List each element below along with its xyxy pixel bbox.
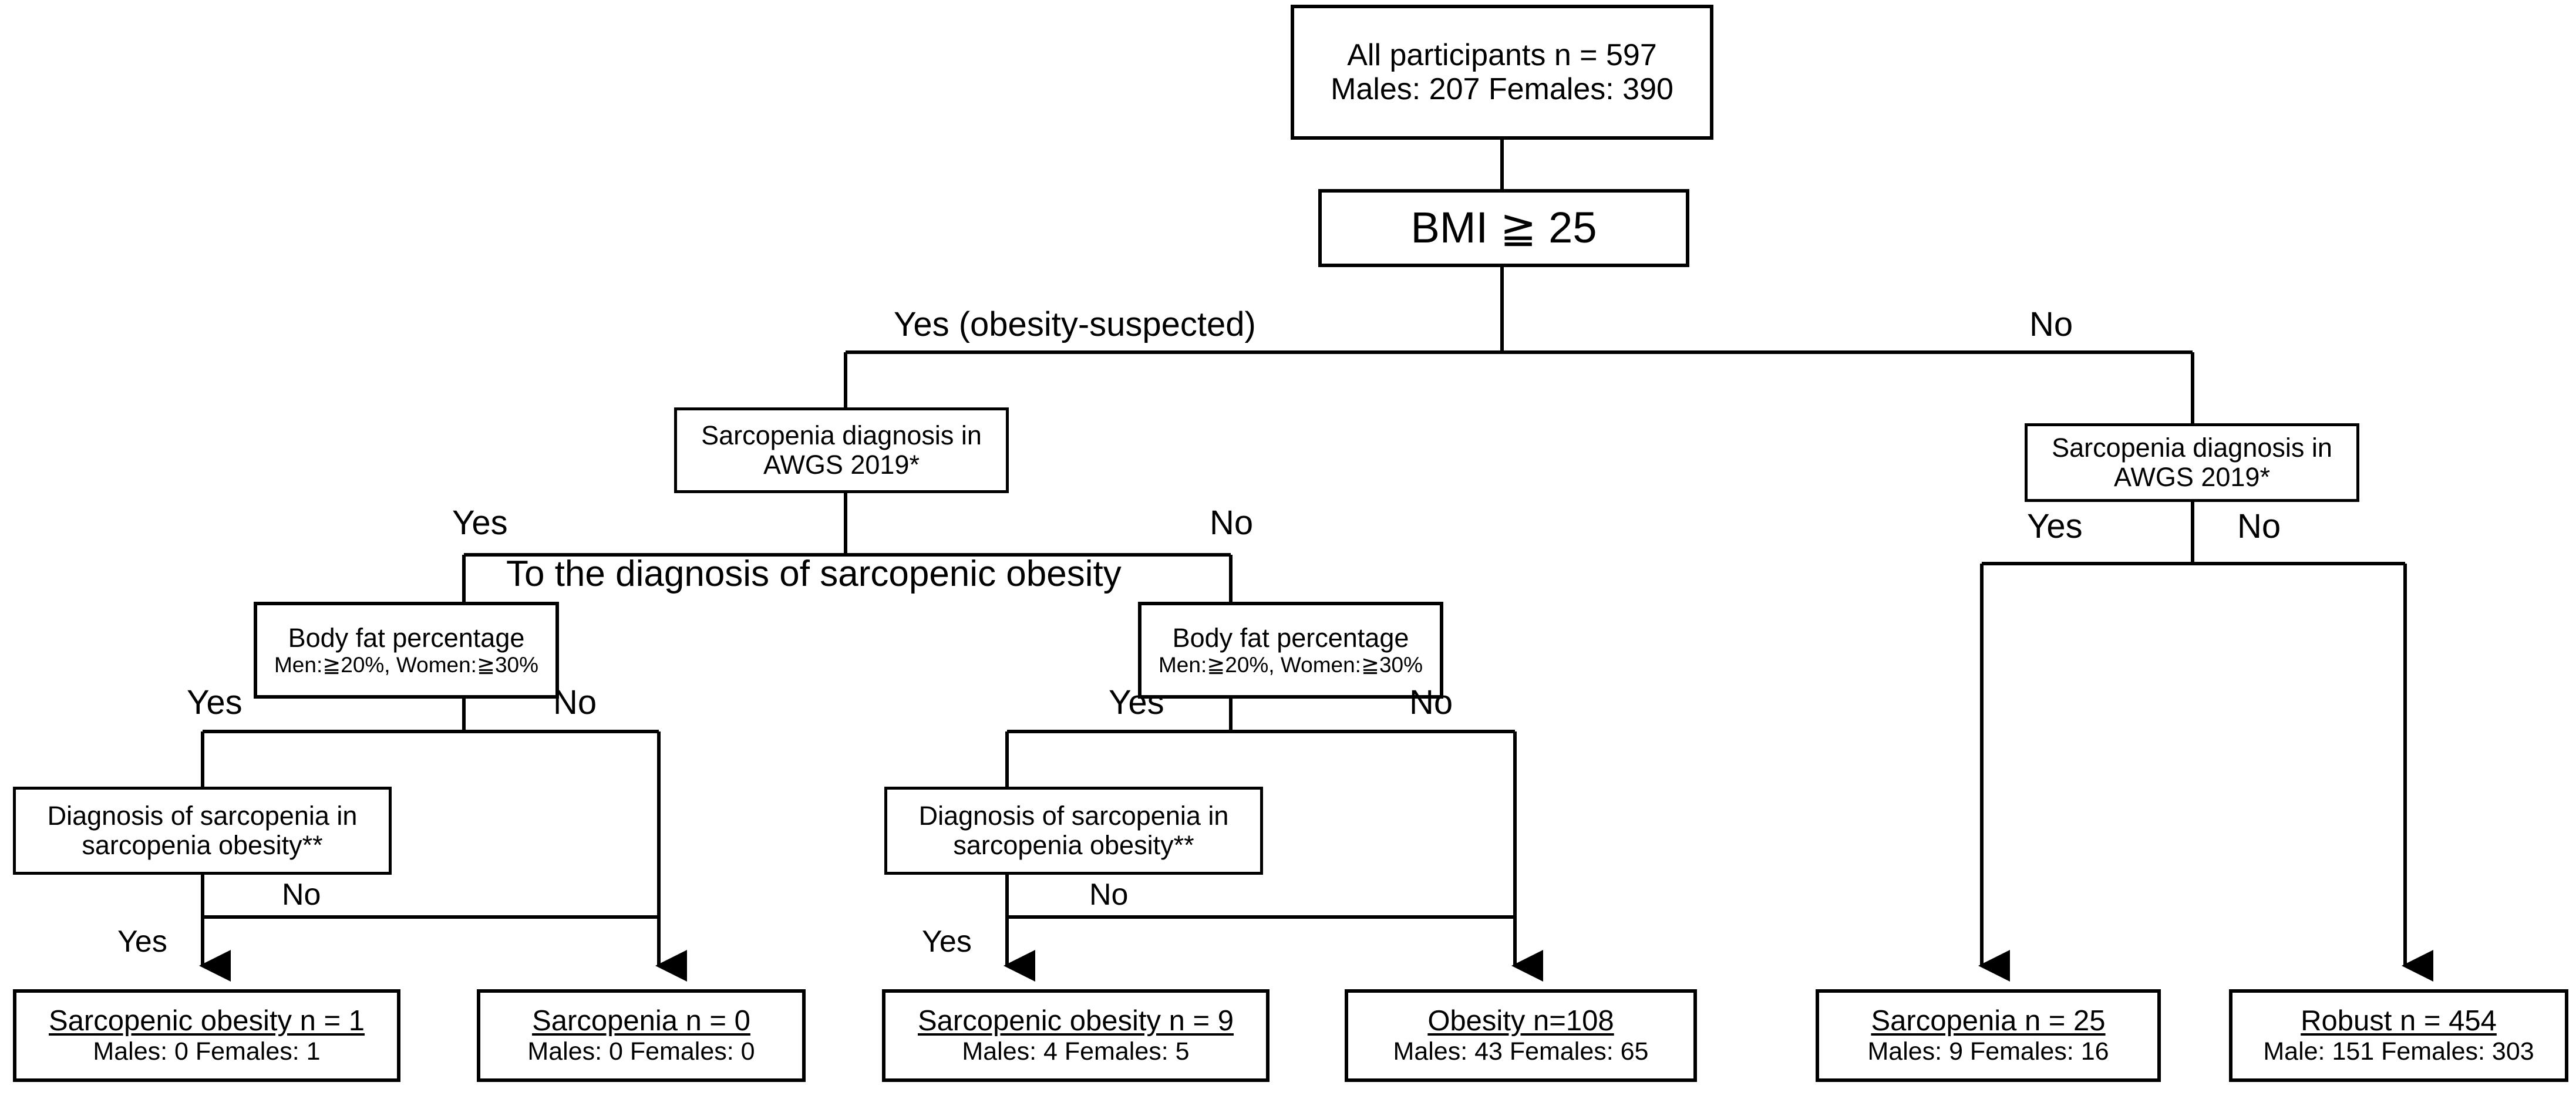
node-sarco-dx-left: Diagnosis of sarcopenia in sarcopenia ob… [13, 787, 392, 875]
result-ob108-line2: Males: 43 Females: 65 [1393, 1037, 1649, 1066]
edge-label-awgsleft-no: No [1210, 504, 1254, 542]
edge-label-sarcodxmid-yes: Yes [922, 925, 972, 959]
sarco-dx-mid-line1: Diagnosis of sarcopenia in [918, 800, 1229, 831]
edge-label-awgsright-yes: Yes [2027, 507, 2083, 545]
node-result-robust-454: Robust n = 454 Male: 151 Females: 303 [2229, 989, 2568, 1082]
edge-label-sarcodxmid-no: No [1089, 878, 1129, 912]
sarco-dx-left-line2: sarcopenia obesity** [82, 830, 323, 860]
node-sarco-dx-mid: Diagnosis of sarcopenia in sarcopenia ob… [884, 787, 1263, 875]
node-result-obesity-108: Obesity n=108 Males: 43 Females: 65 [1345, 989, 1697, 1082]
node-bmi-criterion: BMI ≧ 25 [1318, 189, 1689, 267]
awgs-left-line2: AWGS 2019* [763, 450, 920, 480]
result-ob108-line1: Obesity n=108 [1427, 1005, 1614, 1037]
result-rb454-line1: Robust n = 454 [2301, 1005, 2497, 1037]
result-s25-line1: Sarcopenia n = 25 [1871, 1005, 2106, 1037]
edge-label-awgsright-no: No [2237, 507, 2281, 545]
node-bodyfat-mid: Body fat percentage Men:≧20%, Women:≧30% [1138, 602, 1443, 699]
result-so1-line2: Males: 0 Females: 1 [93, 1037, 321, 1066]
edge-label-bodyfatmid-yes: Yes [1109, 683, 1164, 722]
awgs-right-line2: AWGS 2019* [2114, 462, 2270, 492]
result-rb454-line2: Male: 151 Females: 303 [2263, 1037, 2534, 1066]
node-bodyfat-left: Body fat percentage Men:≧20%, Women:≧30% [254, 602, 559, 699]
edge-label-bodyfatleft-no: No [553, 683, 597, 722]
bodyfat-mid-line1: Body fat percentage [1172, 622, 1409, 653]
all-participants-line1: All participants n = 597 [1347, 38, 1657, 72]
result-s0-line1: Sarcopenia n = 0 [532, 1005, 750, 1037]
awgs-right-line1: Sarcopenia diagnosis in [2052, 432, 2332, 463]
sarco-dx-mid-line2: sarcopenia obesity** [953, 830, 1194, 860]
result-so1-line1: Sarcopenic obesity n = 1 [49, 1005, 365, 1037]
node-awgs-left: Sarcopenia diagnosis in AWGS 2019* [674, 407, 1009, 493]
edge-label-awgsleft-yes: Yes [452, 504, 508, 542]
bodyfat-mid-line2: Men:≧20%, Women:≧30% [1158, 652, 1423, 677]
result-s0-line2: Males: 0 Females: 0 [527, 1037, 755, 1066]
edge-label-sarcodxleft-no: No [282, 878, 321, 912]
edge-label-bodyfatleft-yes: Yes [187, 683, 243, 722]
result-so9-line1: Sarcopenic obesity n = 9 [918, 1005, 1234, 1037]
note-to-diagnosis-of-sarcopenic-obesity: To the diagnosis of sarcopenic obesity [506, 554, 1122, 594]
node-awgs-right: Sarcopenia diagnosis in AWGS 2019* [2025, 423, 2359, 502]
node-result-sarcopenic-obesity-1: Sarcopenic obesity n = 1 Males: 0 Female… [13, 989, 400, 1082]
awgs-left-line1: Sarcopenia diagnosis in [701, 420, 982, 450]
edge-label-bmi-yes: Yes (obesity-suspected) [894, 305, 1256, 343]
edge-label-bmi-no: No [2029, 305, 2073, 343]
result-s25-line2: Males: 9 Females: 16 [1867, 1037, 2109, 1066]
result-so9-line2: Males: 4 Females: 5 [962, 1037, 1190, 1066]
edge-label-sarcodxleft-yes: Yes [117, 925, 167, 959]
bodyfat-left-line2: Men:≧20%, Women:≧30% [274, 652, 539, 677]
bodyfat-left-line1: Body fat percentage [288, 622, 525, 653]
sarco-dx-left-line1: Diagnosis of sarcopenia in [47, 800, 358, 831]
all-participants-line2: Males: 207 Females: 390 [1331, 72, 1673, 106]
node-result-sarcopenia-0: Sarcopenia n = 0 Males: 0 Females: 0 [477, 989, 806, 1082]
node-result-sarcopenic-obesity-9: Sarcopenic obesity n = 9 Males: 4 Female… [882, 989, 1270, 1082]
bmi-criterion-line1: BMI ≧ 25 [1410, 203, 1597, 252]
edge-label-bodyfatmid-no: No [1409, 683, 1453, 722]
node-all-participants: All participants n = 597 Males: 207 Fema… [1291, 5, 1713, 140]
node-result-sarcopenia-25: Sarcopenia n = 25 Males: 9 Females: 16 [1816, 989, 2161, 1082]
